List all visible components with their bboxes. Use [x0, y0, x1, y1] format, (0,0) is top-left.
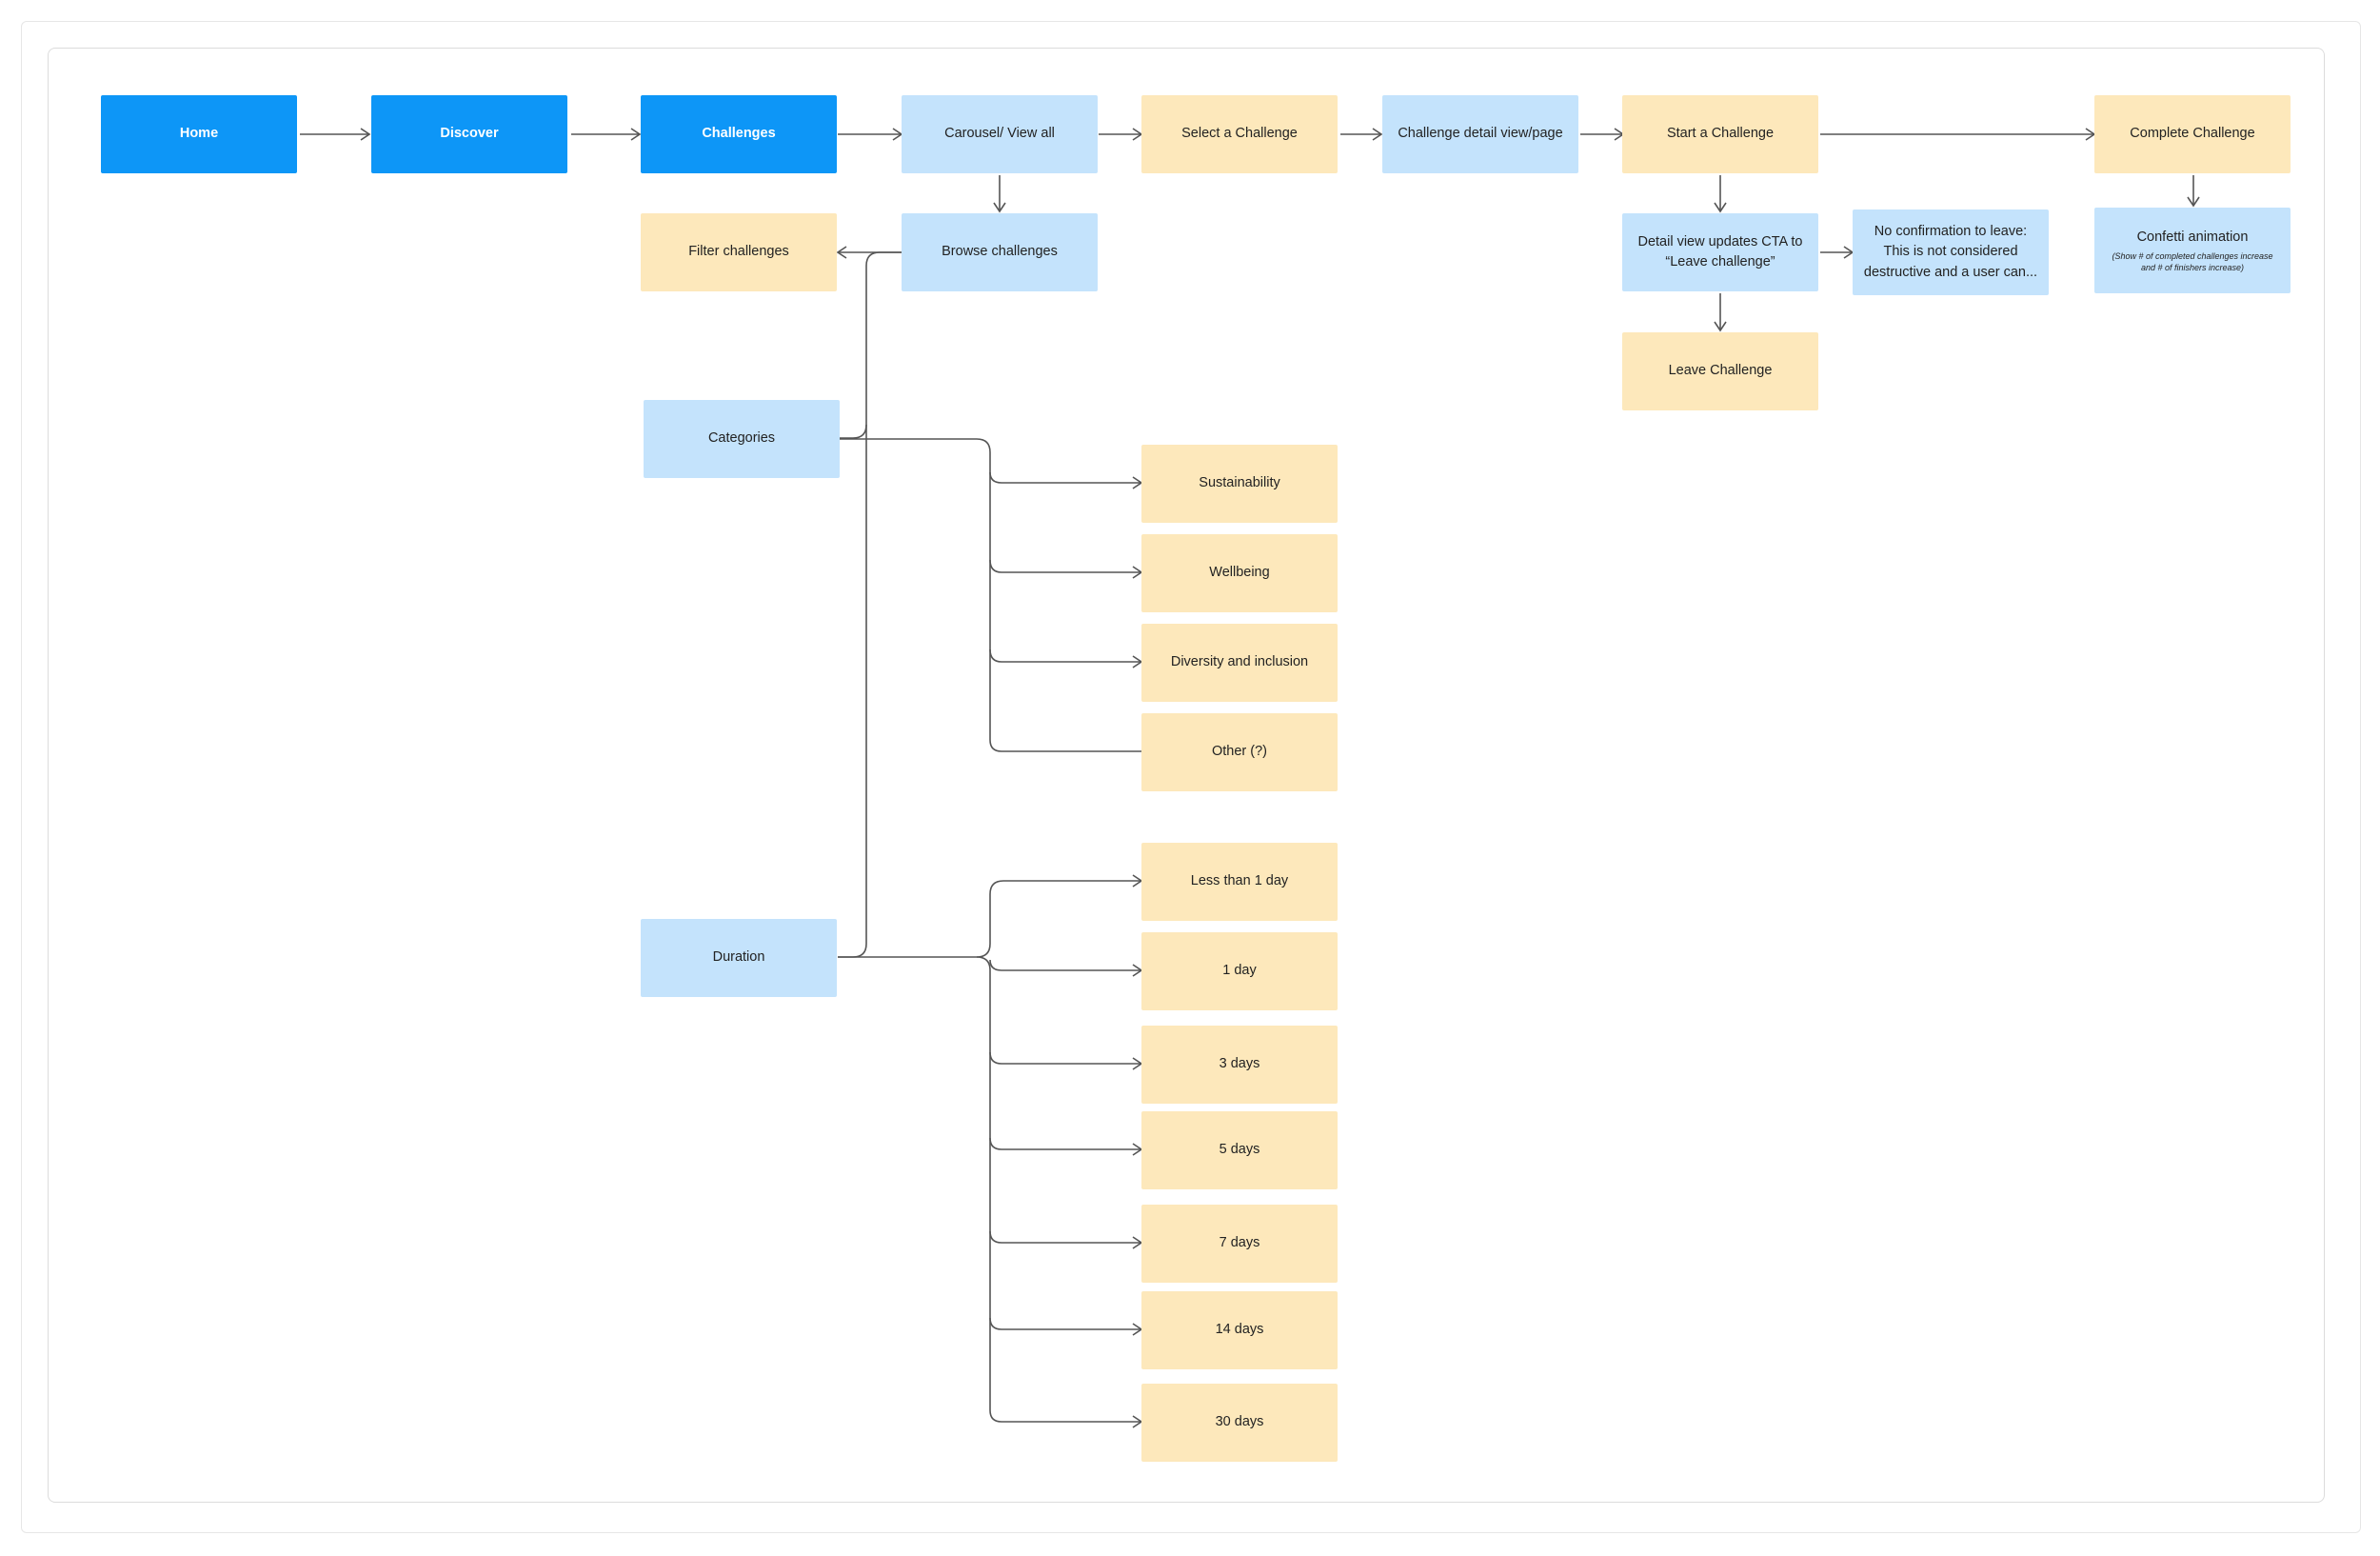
node-browse-challenges-label: Browse challenges [942, 244, 1058, 260]
duration-option-label: 14 days [1215, 1322, 1264, 1338]
node-filter-challenges-label: Filter challenges [688, 244, 789, 260]
duration-option-3-days[interactable]: 3 days [1141, 1026, 1338, 1104]
node-detail-view-updates[interactable]: Detail view updates CTA to “Leave challe… [1622, 213, 1818, 291]
duration-option-less-than-1-day[interactable]: Less than 1 day [1141, 843, 1338, 921]
node-confetti-note: (Show # of completed challenges increase… [2112, 250, 2273, 272]
node-no-confirmation[interactable]: No confirmation to leave: This is not co… [1853, 209, 2049, 295]
duration-option-label: 1 day [1222, 963, 1257, 979]
outer-frame [21, 21, 2361, 1533]
duration-option-label: Less than 1 day [1190, 873, 1289, 889]
node-challenge-detail-label: Challenge detail view/page [1398, 126, 1563, 142]
node-browse-challenges[interactable]: Browse challenges [902, 213, 1098, 291]
category-option-sustainability[interactable]: Sustainability [1141, 445, 1338, 523]
category-option-label: Sustainability [1199, 475, 1280, 491]
node-duration-label: Duration [712, 949, 765, 966]
duration-option-7-days[interactable]: 7 days [1141, 1205, 1338, 1283]
node-select-challenge-label: Select a Challenge [1181, 126, 1298, 142]
node-challenges[interactable]: Challenges [641, 95, 837, 173]
duration-option-label: 3 days [1219, 1056, 1260, 1072]
node-confetti[interactable]: Confetti animation (Show # of completed … [2094, 208, 2291, 293]
node-leave-challenge-label: Leave Challenge [1668, 363, 1773, 379]
node-duration[interactable]: Duration [641, 919, 837, 997]
duration-option-14-days[interactable]: 14 days [1141, 1291, 1338, 1369]
node-categories[interactable]: Categories [644, 400, 840, 478]
duration-option-label: 30 days [1215, 1414, 1264, 1430]
category-option-diversity[interactable]: Diversity and inclusion [1141, 624, 1338, 702]
node-select-challenge[interactable]: Select a Challenge [1141, 95, 1338, 173]
category-option-wellbeing[interactable]: Wellbeing [1141, 534, 1338, 612]
node-home-label: Home [179, 126, 219, 142]
node-confetti-label: Confetti animation [2136, 229, 2249, 245]
duration-option-label: 5 days [1219, 1142, 1260, 1158]
node-leave-challenge[interactable]: Leave Challenge [1622, 332, 1818, 410]
node-discover-label: Discover [440, 126, 499, 142]
node-complete-challenge-label: Complete Challenge [2130, 126, 2255, 142]
node-challenge-detail[interactable]: Challenge detail view/page [1382, 95, 1578, 173]
node-no-confirmation-label: No confirmation to leave: This is not co… [1863, 224, 2038, 280]
node-discover[interactable]: Discover [371, 95, 567, 173]
duration-option-5-days[interactable]: 5 days [1141, 1111, 1338, 1189]
duration-option-30-days[interactable]: 30 days [1141, 1384, 1338, 1462]
category-option-label: Diversity and inclusion [1170, 654, 1309, 670]
node-categories-label: Categories [707, 430, 776, 447]
node-start-challenge[interactable]: Start a Challenge [1622, 95, 1818, 173]
node-home[interactable]: Home [101, 95, 297, 173]
category-option-label: Wellbeing [1209, 565, 1270, 581]
node-start-challenge-label: Start a Challenge [1666, 126, 1775, 142]
node-challenges-label: Challenges [702, 126, 776, 142]
node-carousel-label: Carousel/ View all [944, 126, 1055, 142]
node-carousel[interactable]: Carousel/ View all [902, 95, 1098, 173]
node-filter-challenges[interactable]: Filter challenges [641, 213, 837, 291]
node-complete-challenge[interactable]: Complete Challenge [2094, 95, 2291, 173]
node-detail-view-updates-label: Detail view updates CTA to “Leave challe… [1637, 233, 1803, 269]
duration-option-label: 7 days [1219, 1235, 1260, 1251]
duration-option-1-day[interactable]: 1 day [1141, 932, 1338, 1010]
category-option-label: Other (?) [1211, 744, 1267, 760]
category-option-other[interactable]: Other (?) [1141, 713, 1338, 791]
